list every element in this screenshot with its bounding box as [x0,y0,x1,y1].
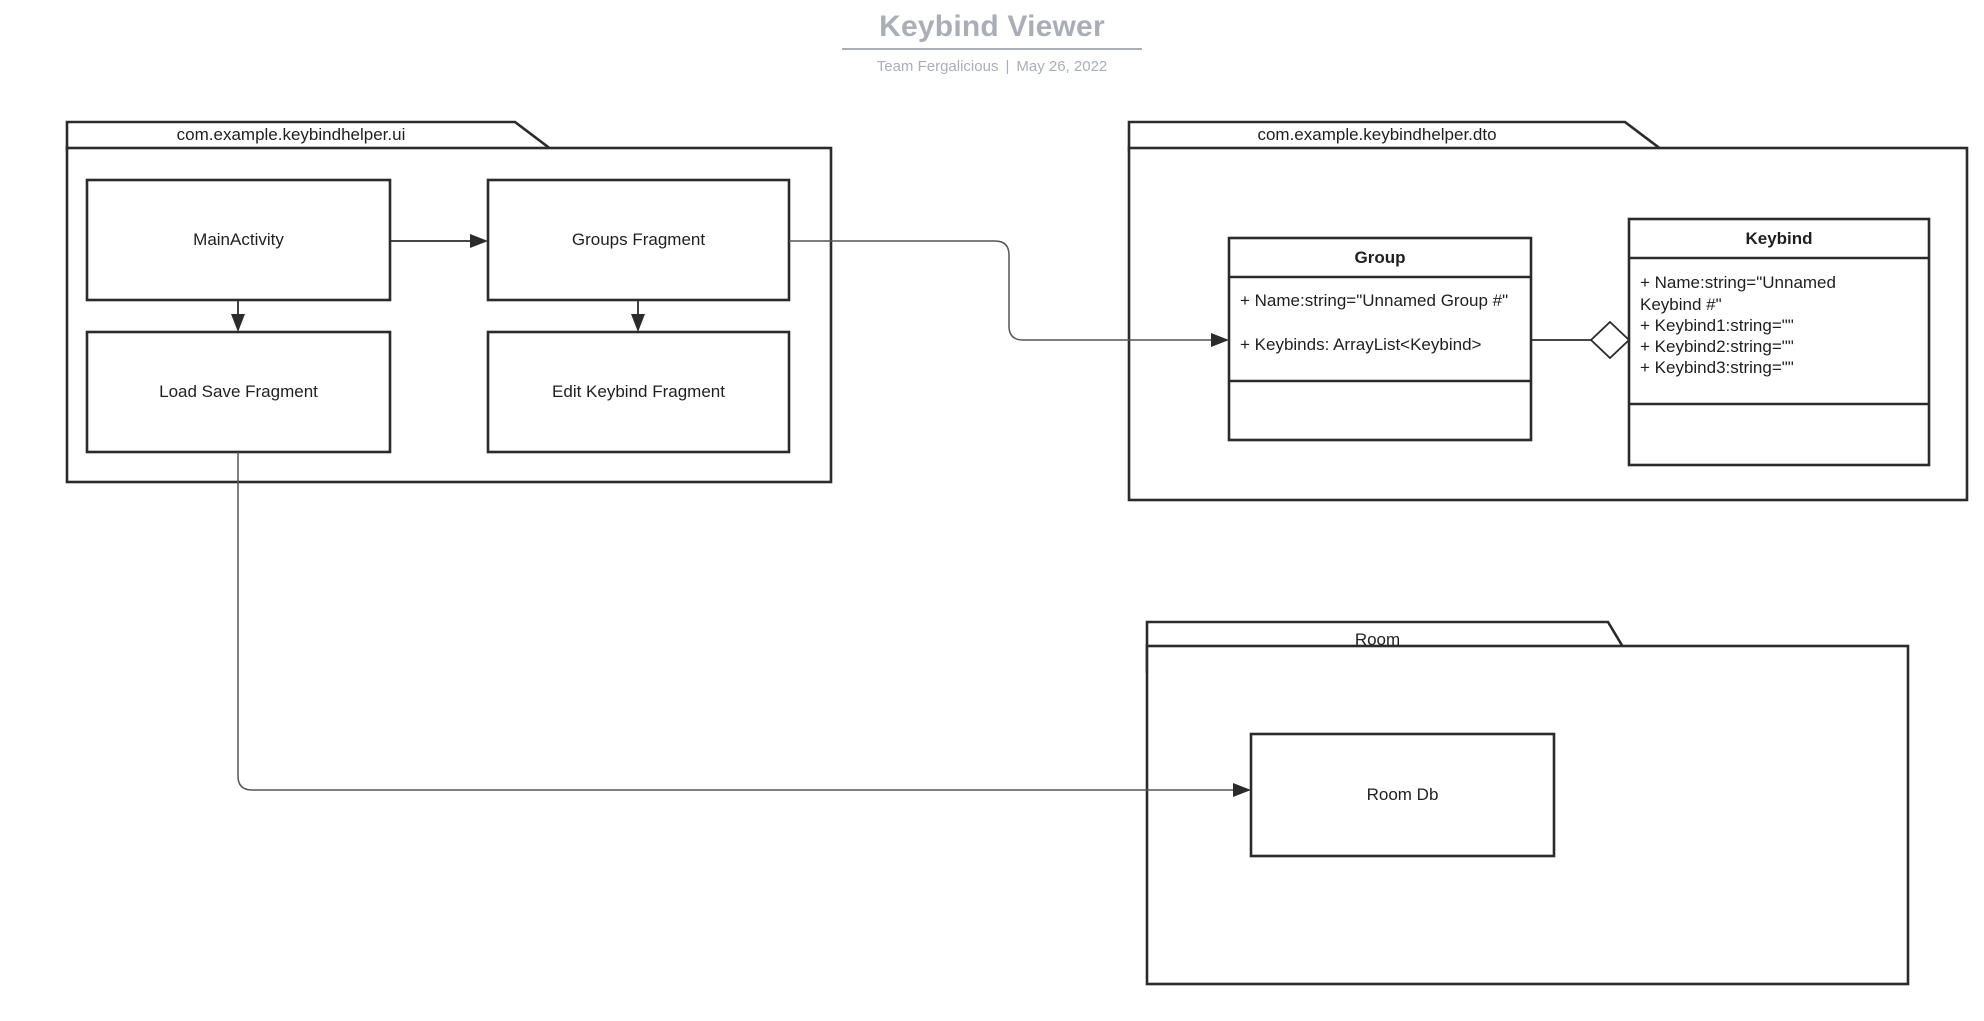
package-room-label: Room [1354,630,1401,649]
conn-groups-to-editkeybind [631,300,645,332]
node-groups-fragment-box[interactable] [486,178,791,302]
aggregation-diamond-icon [1589,320,1631,360]
arrowhead-icon [1233,783,1251,797]
conn-main-to-loadsave [231,300,245,332]
arrowhead-icon [231,314,245,332]
node-mainactivity-label: MainActivity [193,230,284,249]
conn-loadsave-to-roomdb [237,452,1251,797]
node-load-save-fragment-label: Load Save Fragment [159,382,318,401]
class-keybind[interactable] [1627,217,1931,467]
conn-groups-to-group [789,240,1229,347]
arrowhead-icon [470,234,488,248]
class-keybind-box [1627,217,1931,467]
document-subtitle: Team Fergalicious | May 26, 2022 [0,58,1984,76]
page-title: Keybind Viewer [879,10,1105,43]
class-keybind-title: Keybind [1745,229,1813,248]
arrowhead-icon [1211,333,1229,347]
title-divider [842,48,1142,50]
conn-group-to-keybind [1531,320,1631,360]
document-date: May 26, 2022 [1016,58,1108,75]
conn-main-to-groups [390,234,488,248]
class-group-attribute-1: + Keybinds: ArrayList<Keybind> [1240,335,1482,354]
package-dto-label: com.example.keybindhelper.dto [1257,125,1497,144]
node-mainactivity-box[interactable] [85,178,392,302]
class-keybind-attribute-1: + Keybind1:string="" [1640,316,1794,335]
arrowhead-icon [631,314,645,332]
node-edit-keybind-fragment-label: Edit Keybind Fragment [552,382,725,401]
class-keybind-attribute-0: + Name:string="Unnamed Keybind #" [1640,273,1836,314]
class-group[interactable] [1227,236,1533,442]
node-edit-keybind-fragment-box[interactable] [486,330,791,454]
class-group-title: Group [1354,248,1406,267]
subtitle-separator: | [1005,58,1010,75]
package-room[interactable] [1145,620,1910,986]
class-group-attribute-0: + Name:string="Unnamed Group #" [1240,291,1509,310]
package-dto[interactable] [1127,120,1969,502]
package-ui-label: com.example.keybindhelper.ui [176,125,406,144]
package-ui[interactable] [65,120,833,484]
class-keybind-attribute-2: + Keybind2:string="" [1640,337,1794,356]
class-keybind-attribute-3: + Keybind3:string="" [1640,358,1794,377]
team-name: Team Fergalicious [876,58,999,75]
class-group-box [1227,236,1533,442]
node-room-db-box[interactable] [1249,732,1556,858]
node-load-save-fragment-box[interactable] [85,330,392,454]
node-groups-fragment-label: Groups Fragment [571,230,706,249]
document-header: Keybind Viewer Team Fergalicious | May 26,… [0,0,1984,76]
node-room-db-label: Room Db [1366,785,1439,804]
